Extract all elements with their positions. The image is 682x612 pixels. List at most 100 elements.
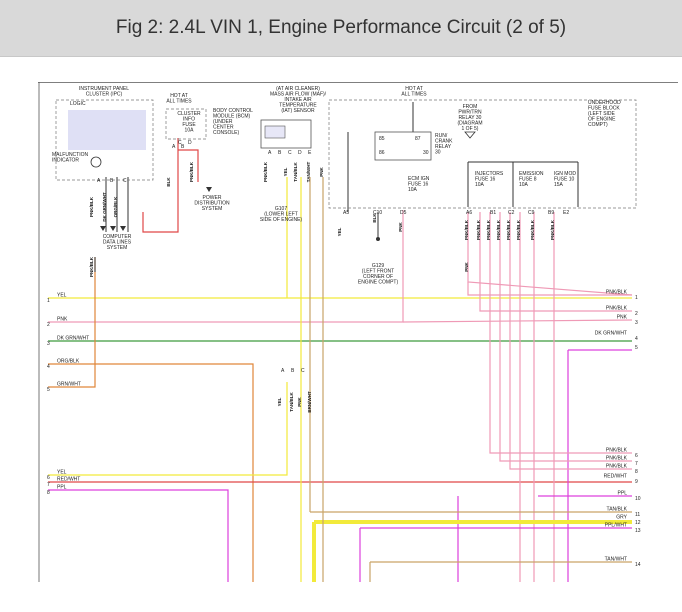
right-wire-number: 9 (635, 479, 638, 485)
vlabel-blk: BLK (166, 177, 171, 187)
right-wire-label: PNK/BLK (606, 290, 628, 296)
wire-red-bcm (142, 138, 179, 233)
vlabel-maf-tan: TAN/BLK (293, 162, 298, 182)
vlabel-lower-tan: TAN/BLK (289, 392, 294, 412)
pin-label: A6 (466, 210, 472, 216)
left-wire-number: 6 (47, 475, 50, 481)
vlabel-fuse-pnkblk-4: PNK/BLK (496, 219, 501, 240)
vlabel-fuse-pnkblk-7: PNK/BLK (530, 219, 535, 240)
right-wire-label: DK GRN/WHT (595, 331, 627, 337)
left-wire-label: DK GRN/WHT (57, 336, 89, 342)
left-wire-number: 8 (47, 490, 50, 496)
from-relay-arrow-icon (464, 131, 476, 139)
data-lines-arrows-icon (100, 226, 126, 231)
left-wire-number: 3 (47, 341, 50, 347)
left-wire-number: 4 (47, 364, 50, 370)
left-wire-label: YEL (57, 470, 67, 476)
right-wire-number: 3 (635, 320, 638, 326)
wire-pnkblk-r8 (509, 212, 632, 470)
vlabel-maf-pnk: PNK (319, 167, 324, 177)
left-wire-number: 2 (47, 322, 50, 328)
vlabel-dk-grn-wht: DK GRN/WHT (102, 192, 107, 221)
wire-pnkblk-r6 (489, 212, 632, 454)
pin-label: C2 (508, 210, 515, 216)
right-wire-label: RED/WHT (604, 474, 627, 480)
pin-label: 87 (415, 136, 421, 142)
figure-title: Fig 2: 2.4L VIN 1, Engine Performance Ci… (115, 17, 567, 38)
pin-label: E (308, 150, 312, 156)
left-wire-number: 1 (47, 298, 50, 304)
vlabel-fuse-pnkblk-5: PNK/BLK (506, 219, 511, 240)
vlabel-maf-1: PNK/BLK (263, 161, 268, 182)
right-wire-number: 10 (635, 496, 641, 502)
right-wire-number: 2 (635, 311, 638, 317)
vlabel-pnk-blk: PNK/BLK (89, 196, 94, 217)
pin-label: A (281, 368, 285, 374)
pin-label: D (298, 150, 302, 156)
vlabel-lower-pnk-2: PNK (464, 262, 469, 272)
vlabel-pnk-blk-2: PNK/BLK (89, 256, 94, 277)
pin-label: B (291, 368, 295, 374)
underhood-fuse-block-box (328, 99, 637, 209)
vlabel-maf-tanwht: TAN/WHT (306, 162, 311, 183)
right-wire-number: 7 (635, 461, 638, 467)
wire-grnwht-5 (48, 257, 96, 388)
right-wire-label: PPL (618, 491, 628, 497)
right-wire-number: 4 (635, 336, 638, 342)
ipc-box (55, 99, 154, 181)
right-wire-number: 12 (635, 520, 641, 526)
right-wire-label: PNK (617, 315, 628, 321)
vlabel-fuse-yel: YEL (337, 227, 342, 236)
pin-label: C (288, 150, 292, 156)
vlabel-lower-brn: BRN/WHT (307, 391, 312, 412)
left-wire-label: PPL (57, 485, 67, 491)
pin-label: 85 (379, 136, 385, 142)
cluster-fuse-box (165, 108, 207, 140)
ipc-logic-label: LOGIC (70, 101, 86, 107)
right-wire-label: PPL/WHT (605, 523, 627, 529)
maf-sensor-label: (AT AIR CLEANER)MASS AIR FLOW (MAF)/INTA… (270, 86, 327, 114)
figure-title-bar: Fig 2: 2.4L VIN 1, Engine Performance Ci… (0, 0, 682, 57)
vlabel-fuse-pnkblk-8: PNK/BLK (550, 219, 555, 240)
vlabel-org-blk: ORG/BLK (113, 196, 118, 217)
pin-label: 86 (379, 150, 385, 156)
right-wire-label: PNK/BLK (606, 456, 628, 462)
pin-label: C10 (373, 210, 382, 216)
right-wire-label: TAN/WHT (605, 557, 627, 563)
vlabel-fuse-pnkblk-6: PNK/BLK (516, 219, 521, 240)
vlabel-pnk-blk-bcm: PNK/BLK (189, 161, 194, 182)
pin-label: D5 (400, 210, 407, 216)
pin-label: A (97, 178, 101, 184)
right-wire-number: 8 (635, 469, 638, 475)
pin-label: 30 (423, 150, 429, 156)
right-wire-number: 14 (635, 562, 641, 568)
right-wire-label: PNK/BLK (606, 448, 628, 454)
pin-label: C9 (528, 210, 535, 216)
ipc-logic-area (68, 110, 146, 150)
left-wire-label: PNK (57, 317, 68, 323)
pin-label: E2 (563, 210, 569, 216)
left-wire-label: YEL (57, 293, 67, 299)
right-wire-number: 6 (635, 453, 638, 459)
run-crank-relay-box (374, 131, 432, 161)
vlabel-lower-yel: YEL (277, 397, 282, 406)
wire-pnk-r3 (402, 319, 633, 323)
left-wire-label: GRN/WHT (57, 382, 81, 388)
pin-label: C (123, 178, 127, 184)
right-wire-label: TAN/BLK (607, 507, 628, 513)
maf-sensor-box (260, 119, 312, 149)
pin-label: B1 (490, 210, 496, 216)
left-wire-label: RED/WHT (57, 477, 80, 483)
